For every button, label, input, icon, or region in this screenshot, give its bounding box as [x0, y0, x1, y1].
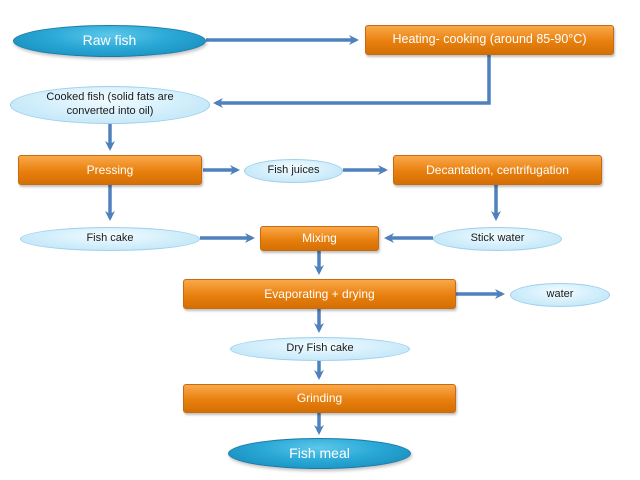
fish-cake-node: Fish cake [20, 227, 200, 251]
water-node: water [510, 283, 610, 307]
pressing-node: Pressing [18, 155, 202, 185]
cooked-fish-node: Cooked fish (solid fats are converted in… [10, 86, 210, 124]
mixing-node: Mixing [260, 226, 379, 251]
heating-cooking-node: Heating- cooking (around 85-90°C) [365, 25, 614, 55]
raw-fish-node: Raw fish [13, 25, 206, 57]
stick-water-node: Stick water [433, 227, 562, 251]
grinding-node: Grinding [183, 384, 456, 413]
dry-fish-cake-node: Dry Fish cake [230, 337, 410, 361]
decantation-node: Decantation, centrifugation [393, 155, 602, 185]
fish-juices-node: Fish juices [244, 159, 343, 183]
arrow-heating-to-cooked [213, 55, 491, 108]
fish-meal-node: Fish meal [228, 438, 411, 469]
evaporating-drying-node: Evaporating + drying [183, 279, 456, 309]
